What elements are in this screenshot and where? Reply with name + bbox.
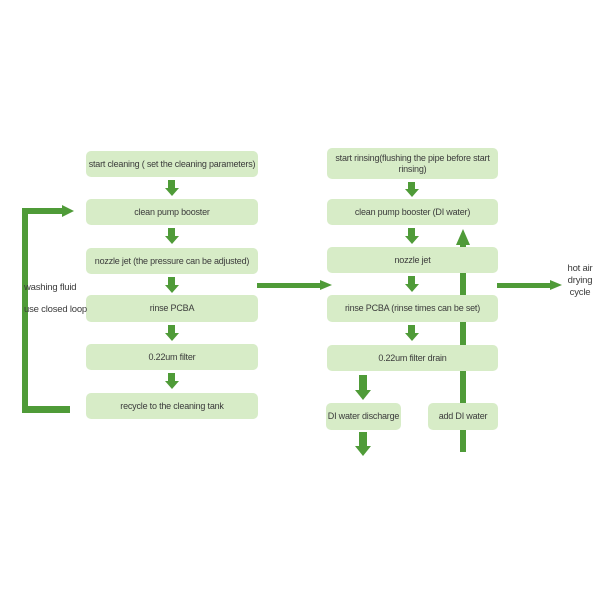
arrow-up-icon (456, 229, 470, 245)
arrow-right-icon (257, 280, 332, 290)
loop-label-line1: washing fluid (24, 282, 77, 293)
arrow-down-icon (354, 432, 371, 456)
node-nozzle-jet-right: nozzle jet (327, 247, 498, 273)
arrow-right-icon (497, 280, 562, 290)
arrow-down-icon (404, 228, 419, 244)
arrow-down-icon (164, 325, 179, 341)
arrow-down-icon (164, 180, 179, 196)
drying-label-line3: cycle (569, 287, 591, 298)
node-clean-pump-booster-di: clean pump booster (DI water) (327, 199, 498, 225)
drying-label-line2: drying (567, 275, 593, 286)
loop-label-line2: use closed loop (24, 304, 88, 315)
arrow-down-icon (404, 325, 419, 341)
arrow-down-icon (404, 182, 419, 197)
node-filter-drain: 0.22um filter drain (327, 345, 498, 371)
node-start-rinsing: start rinsing(flushing the pipe before s… (327, 148, 498, 179)
loop-bottom-line (22, 406, 70, 413)
arrow-down-icon (164, 277, 179, 293)
drying-label-line1: hot air (567, 263, 593, 274)
loop-vertical-line (22, 208, 28, 413)
arrow-down-icon (164, 373, 179, 389)
node-add-di-water: add DI water (428, 403, 498, 430)
node-clean-pump-booster: clean pump booster (86, 199, 258, 225)
node-recycle-tank: recycle to the cleaning tank (86, 393, 258, 419)
loop-top-line (22, 208, 64, 214)
node-rinse-pcba-left: rinse PCBA (86, 295, 258, 322)
node-rinse-pcba-right: rinse PCBA (rinse times can be set) (327, 295, 498, 322)
drying-cycle-label: hot air drying cycle (560, 263, 600, 299)
arrow-down-icon (164, 228, 179, 244)
arrow-down-icon (404, 276, 419, 292)
node-di-water-discharge: DI water discharge (326, 403, 401, 430)
loop-arrow-right-icon (62, 204, 74, 217)
node-filter-left: 0.22um filter (86, 344, 258, 370)
arrow-down-icon (354, 375, 371, 400)
node-start-cleaning: start cleaning ( set the cleaning parame… (86, 151, 258, 177)
node-nozzle-jet-left: nozzle jet (the pressure can be adjusted… (86, 248, 258, 274)
